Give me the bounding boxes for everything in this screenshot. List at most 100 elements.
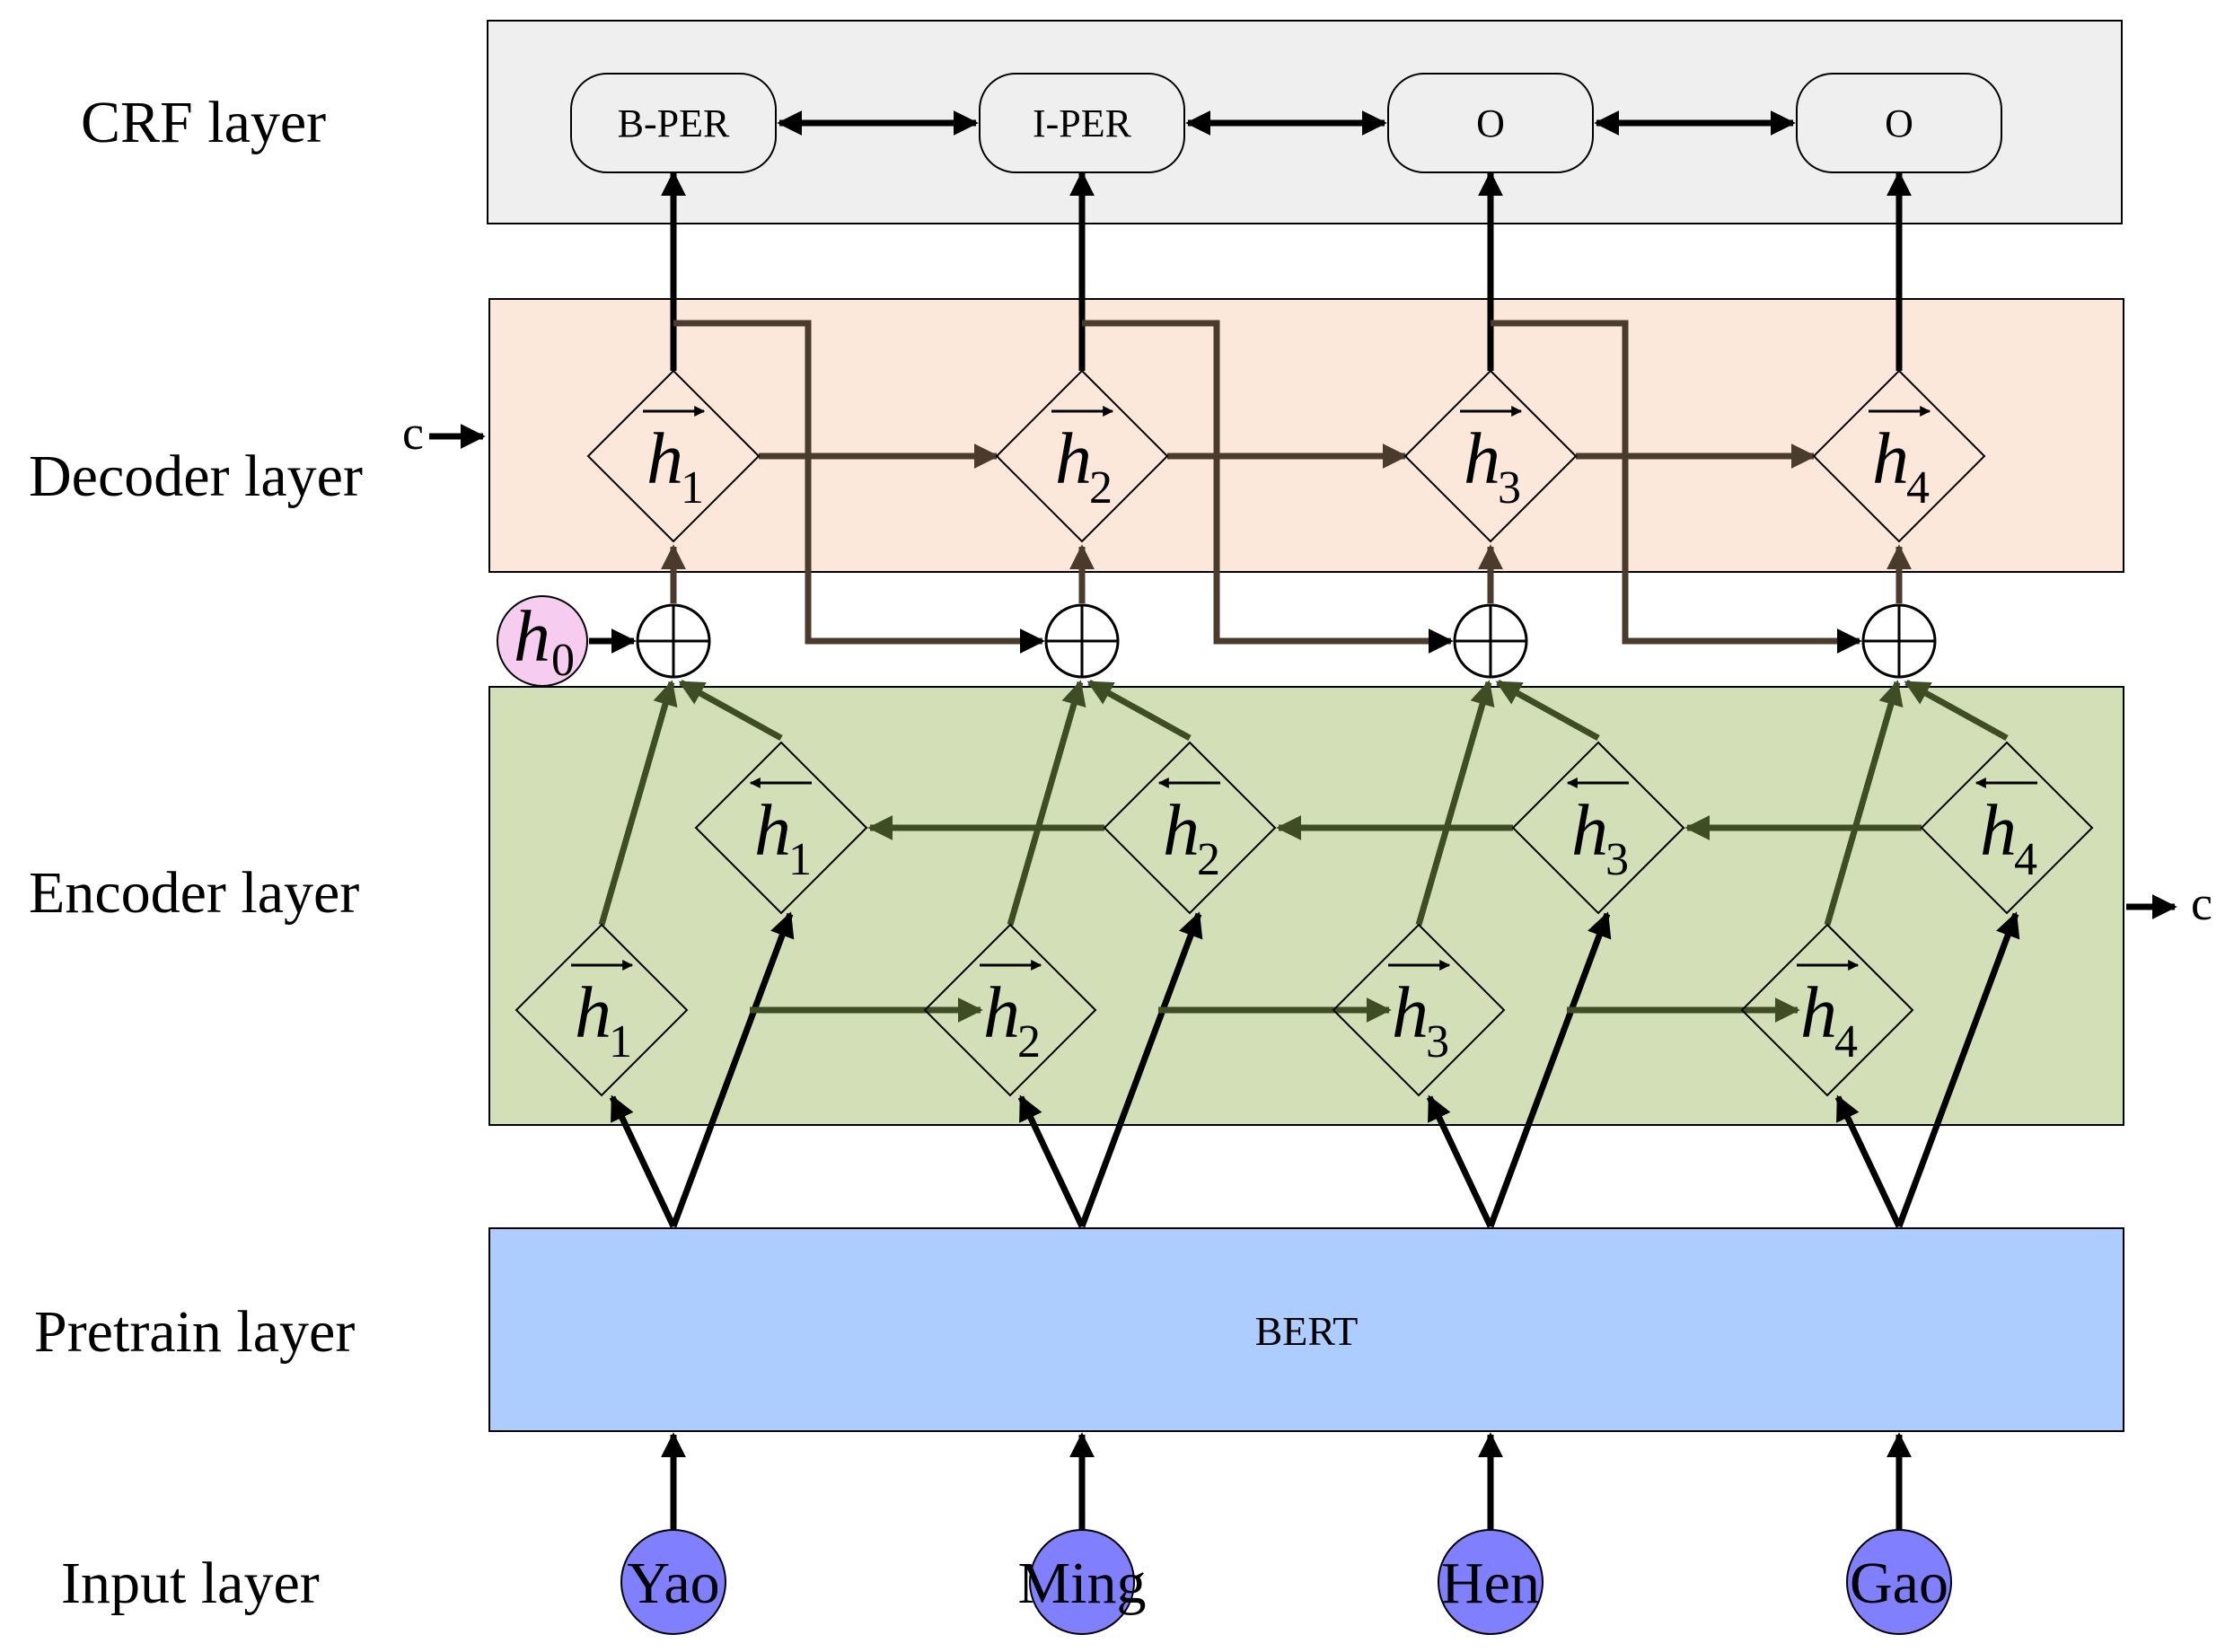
encoder-forward-node-3-shape [1332, 923, 1506, 1097]
encoder-forward-node-2: h2 [923, 923, 1097, 1097]
decoder-node-1-symbol: h [646, 417, 683, 499]
input-layer-label: Input layer [61, 1551, 320, 1616]
input-word-label-3: Hen [1441, 1551, 1540, 1616]
encoder-forward-node-1-index: 1 [609, 1016, 632, 1068]
crf-layer-label: CRF layer [81, 90, 326, 155]
bert-to-fwd-arrow-4 [1834, 1094, 1903, 1228]
encoder-layer-box [488, 686, 2124, 1126]
bwd-to-sum-line-2 [1086, 679, 1192, 742]
decoder-layer-label: Decoder layer [29, 444, 363, 509]
encoder-backward-node-3: h3 [1511, 741, 1685, 915]
decoder-node-3-index: 3 [1498, 462, 1521, 514]
encoder-forward-node-1-shape [515, 923, 689, 1097]
decoder-node-3: h3 [1403, 369, 1578, 543]
bert-label: BERT [1255, 1308, 1359, 1354]
decoder-node-3-shape [1403, 369, 1578, 543]
input-word-2: Ming [1017, 1529, 1147, 1635]
decoder-node-2: h2 [995, 369, 1169, 543]
input-word-3: Hen [1438, 1529, 1544, 1635]
crf-tag-2: I-PER [979, 73, 1185, 173]
input-word-label-1: Yao [627, 1551, 719, 1616]
h0-node [497, 595, 588, 687]
sum-node-2 [1044, 603, 1120, 679]
decoder-layer-box [488, 298, 2124, 573]
decoder-node-4-index: 4 [1906, 462, 1930, 514]
bwd-to-sum-line-4 [1904, 679, 2009, 742]
feedback-line-3 [1491, 320, 1862, 654]
decoder-node-4-symbol: h [1872, 417, 1909, 499]
encoder-forward-node-1: h1 [515, 923, 689, 1097]
bert-to-fwd-arrow-3 [1426, 1094, 1494, 1228]
encoder-backward-node-4-shape [1920, 741, 2094, 915]
encoder-backward-node-3-symbol: h [1571, 789, 1608, 871]
pretrain-layer-label: Pretrain layer [34, 1299, 355, 1365]
fwd-to-sum-line-2 [1007, 680, 1086, 926]
encoder-backward-node-1-symbol: h [754, 789, 791, 871]
crf-tag-label-1: B-PER [618, 101, 730, 145]
decoder-node-1-index: 1 [681, 462, 704, 514]
encoder-forward-node-1-symbol: h [575, 971, 611, 1053]
crf-tag-label-4: O [1885, 101, 1913, 145]
encoder-backward-node-4: h4 [1920, 741, 2094, 915]
encoder-forward-node-3: h3 [1332, 923, 1506, 1097]
encoder-backward-node-2-index: 2 [1197, 834, 1220, 885]
encoder-forward-node-4-symbol: h [1800, 971, 1837, 1053]
crf-tag-label-3: O [1476, 101, 1505, 145]
bert-to-fwd-arrow-1 [609, 1094, 677, 1228]
decoder-node-1: h1 [586, 369, 761, 543]
encoder-context-label: c [2191, 876, 2212, 930]
encoder-forward-node-2-symbol: h [983, 971, 1020, 1053]
h0-index: 0 [551, 635, 575, 686]
encoder-backward-node-1: h1 [694, 741, 868, 915]
encoder-forward-node-3-symbol: h [1392, 971, 1429, 1053]
encoder-forward-node-2-shape [923, 923, 1097, 1097]
decoder-node-2-shape [995, 369, 1169, 543]
decoder-node-3-symbol: h [1464, 417, 1500, 499]
decoder-node-4-shape [1812, 369, 1986, 543]
feedback-line-2 [1082, 320, 1454, 654]
encoder-backward-node-3-shape [1511, 741, 1685, 915]
decoder-node-4: h4 [1812, 369, 1986, 543]
bert-to-bwd-arrow-2 [1078, 911, 1203, 1228]
encoder-backward-node-1-index: 1 [788, 834, 812, 885]
encoder-forward-node-4-shape [1740, 923, 1914, 1097]
encoder-layer-label: Encoder layer [29, 860, 359, 926]
bert-to-bwd-arrow-3 [1487, 911, 1612, 1228]
decoder-node-2-symbol: h [1055, 417, 1092, 499]
h0-symbol: h [514, 595, 550, 677]
crf-tag-1: B-PER [570, 73, 777, 173]
crf-tag-3: O [1387, 73, 1594, 173]
bert-box [488, 1227, 2124, 1432]
encoder-backward-node-3-index: 3 [1605, 834, 1629, 885]
feedback-line-1 [673, 320, 1045, 654]
bert-to-fwd-arrow-2 [1017, 1094, 1086, 1228]
crf-tag-label-2: I-PER [1033, 101, 1132, 145]
fwd-to-sum-line-3 [1415, 680, 1495, 926]
bwd-to-sum-line-1 [678, 679, 783, 742]
encoder-forward-node-2-index: 2 [1017, 1016, 1041, 1068]
encoder-forward-node-4-index: 4 [1834, 1016, 1858, 1068]
encoder-backward-node-4-index: 4 [2014, 834, 2037, 885]
sum-node-1 [636, 603, 711, 679]
decoder-context-label: c [402, 406, 424, 460]
bwd-to-sum-line-3 [1495, 679, 1600, 742]
encoder-backward-node-2-symbol: h [1163, 789, 1200, 871]
sum-node-4 [1861, 603, 1937, 679]
encoder-backward-node-2: h2 [1103, 741, 1277, 915]
decoder-node-2-index: 2 [1089, 462, 1113, 514]
bert-to-bwd-arrow-1 [670, 911, 795, 1228]
encoder-backward-node-4-symbol: h [1980, 789, 2017, 871]
input-word-label-2: Ming [1017, 1551, 1146, 1616]
encoder-forward-node-4: h4 [1740, 923, 1914, 1097]
fwd-to-sum-line-4 [1824, 680, 1904, 926]
input-word-label-4: Gao [1850, 1551, 1948, 1616]
sum-node-3 [1453, 603, 1528, 679]
input-word-1: Yao [620, 1529, 726, 1635]
encoder-backward-node-2-shape [1103, 741, 1277, 915]
decoder-node-1-shape [586, 369, 761, 543]
encoder-backward-node-1-shape [694, 741, 868, 915]
crf-tag-4: O [1796, 73, 2002, 173]
input-word-4: Gao [1846, 1529, 1952, 1635]
encoder-forward-node-3-index: 3 [1426, 1016, 1449, 1068]
